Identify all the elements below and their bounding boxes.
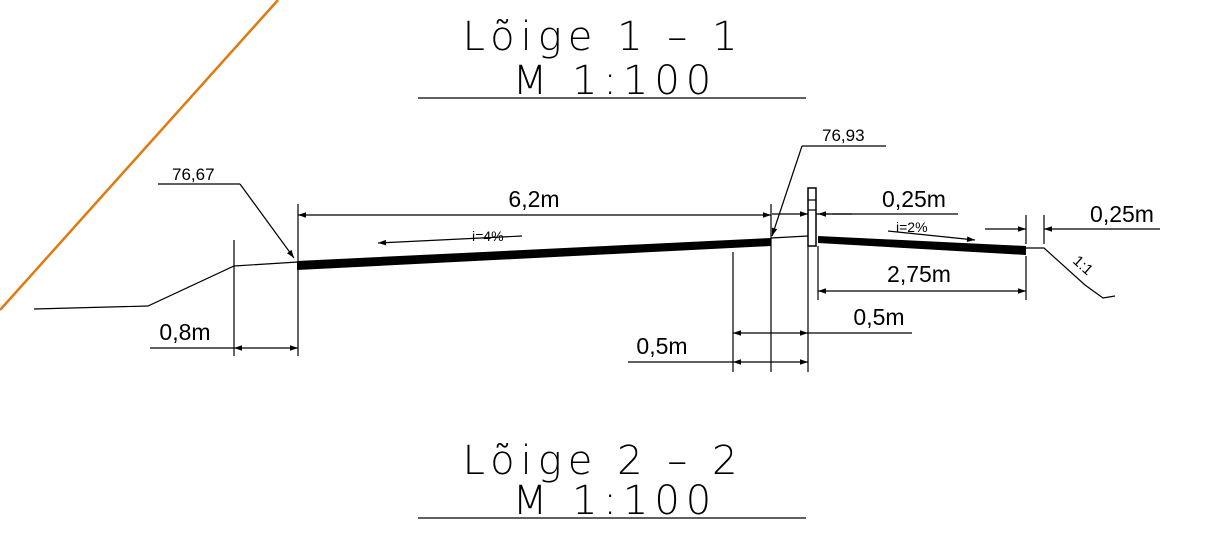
ground-profile-left [33, 261, 299, 310]
dim-offset-bottom-right: 0,5m [853, 304, 904, 330]
dim-offset-bottom-left: 0,5m [636, 333, 687, 359]
slope-left-arrow [377, 235, 523, 246]
ground-profile-right [1025, 247, 1116, 299]
elevation-right: 76,93 [822, 126, 865, 145]
road-pavement-right [818, 236, 1026, 255]
section2-title: Lõige 2 – 2 [463, 438, 744, 484]
road-pavement-main [297, 238, 771, 270]
section1-scale: M 1:100 [513, 58, 718, 104]
slope-left-label: i=4% [472, 228, 504, 244]
accent-diagonal-line [0, 0, 279, 311]
slope-right-label: i=2% [896, 219, 928, 235]
section2-scale: M 1:100 [513, 478, 718, 524]
elevation-right-leader [771, 145, 803, 237]
elevation-left: 76,67 [172, 165, 215, 184]
guardrail-post [807, 187, 817, 247]
dim-right-width: 2,75m [887, 261, 951, 287]
dim-top-right-a: 0,25m [882, 186, 946, 212]
slope-right-arrow [887, 230, 976, 242]
section1-title: Lõige 1 – 1 [463, 14, 744, 60]
dim-main-width: 6,2m [508, 186, 559, 212]
dim-top-right-b: 0,25m [1090, 201, 1154, 227]
road-edge-line [770, 235, 809, 239]
elevation-left-leader [239, 183, 295, 259]
dim-shoulder-left: 0,8m [159, 319, 210, 345]
